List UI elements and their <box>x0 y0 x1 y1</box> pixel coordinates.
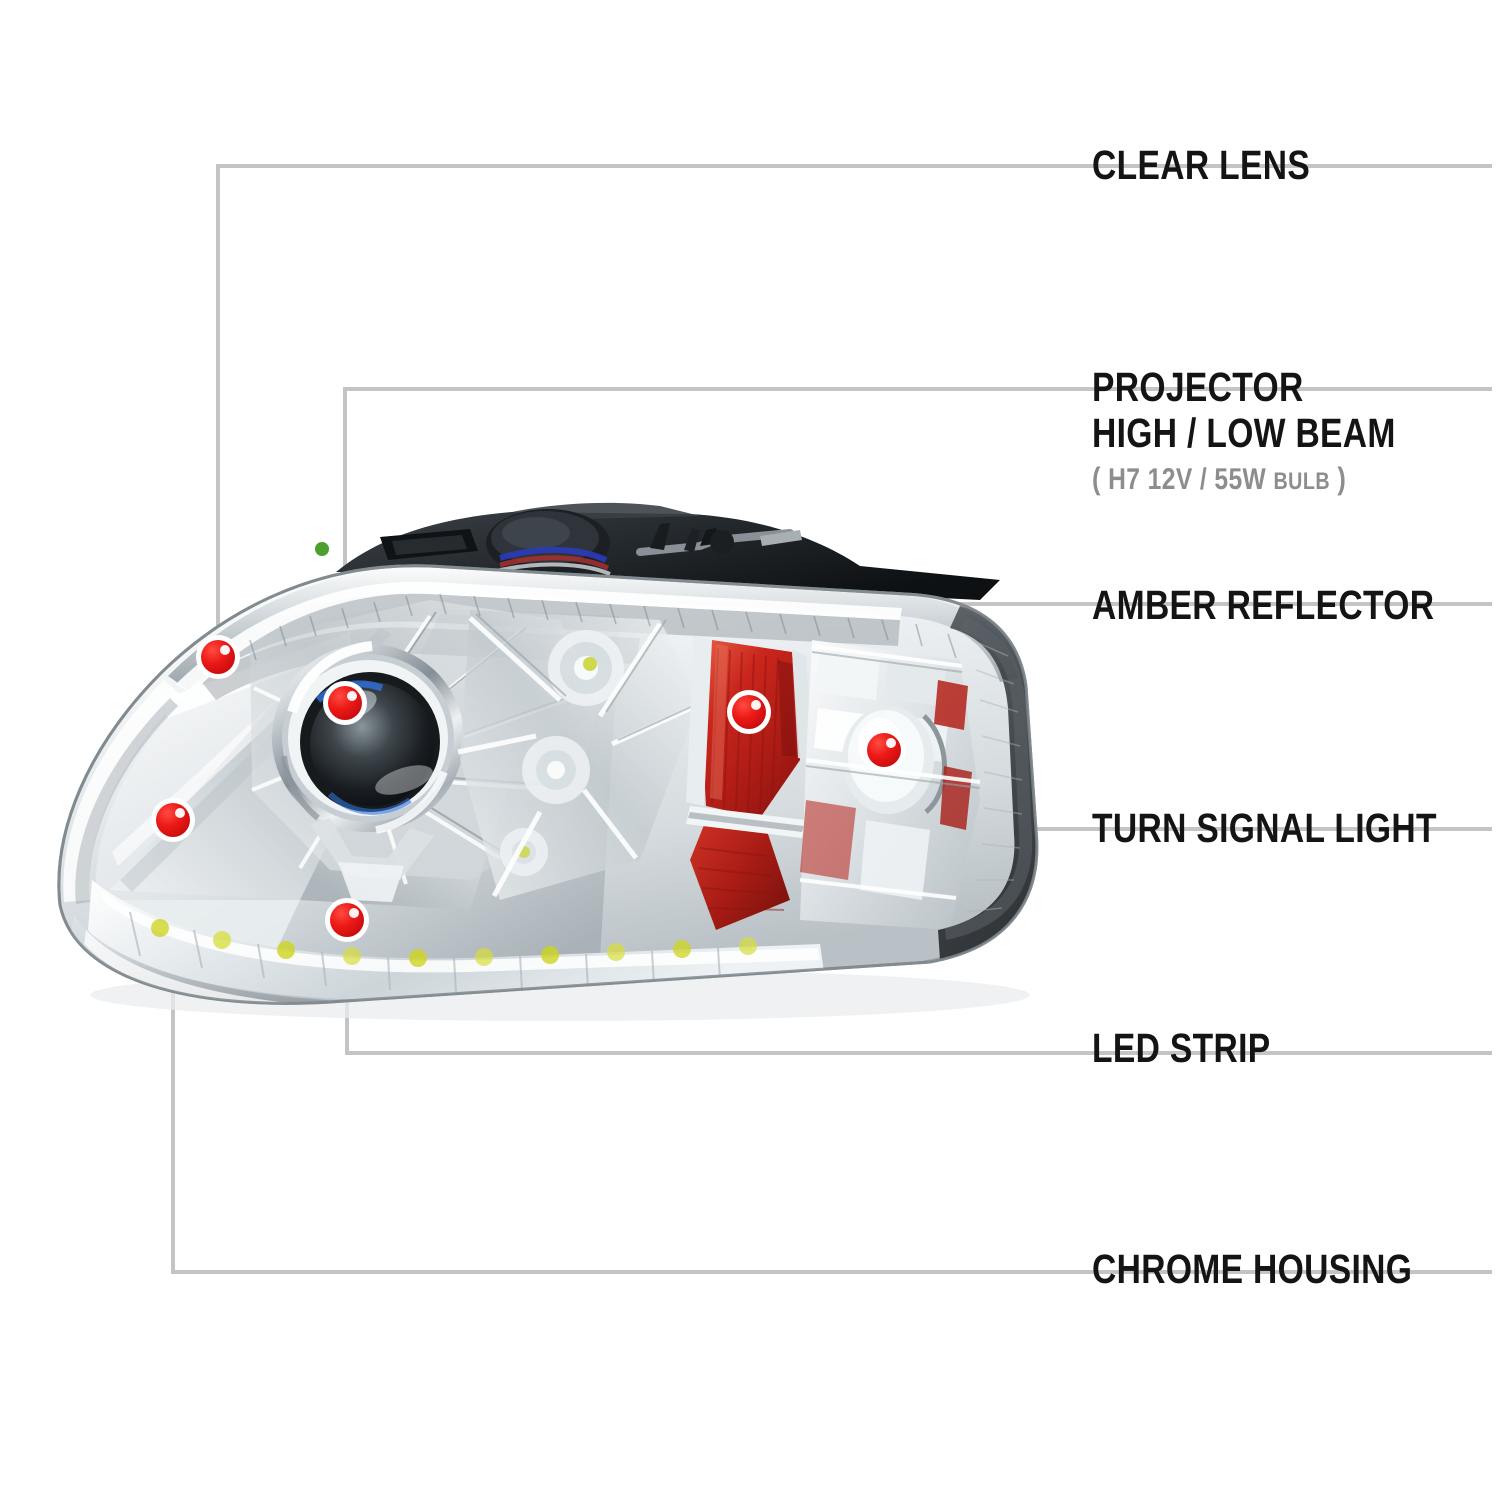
marker-amber-reflector[interactable] <box>727 690 771 734</box>
led-diodes <box>151 919 757 967</box>
callout-label-chrome-housing: CHROME HOUSING <box>1092 1246 1413 1293</box>
sub-bulb-word: BULB <box>1273 467 1331 495</box>
leader-line-clear-lens <box>216 164 1492 657</box>
callout-subtext-projector-bulb: ( H7 12V / 55W BULB ) <box>1092 460 1396 497</box>
sub-bulb-spec: H7 12V / 55W <box>1108 462 1267 496</box>
callout-label-clear-lens: CLEAR LENS <box>1092 142 1311 189</box>
turn-signal-assembly <box>799 640 981 930</box>
callout-label-projector: PROJECTOR HIGH / LOW BEAM ( H7 12V / 55W… <box>1092 364 1396 497</box>
callout-markers <box>151 635 906 942</box>
callout-text-clear-lens: CLEAR LENS <box>1092 142 1311 188</box>
sub-paren-open: ( <box>1092 460 1101 496</box>
marker-clear-lens[interactable] <box>196 635 240 679</box>
led-strip-band <box>88 880 826 1001</box>
callout-label-led-strip: LED STRIP <box>1092 1025 1271 1072</box>
headlight-product-image <box>57 502 1039 1021</box>
callout-text-turn-signal: TURN SIGNAL LIGHT <box>1092 805 1437 851</box>
callout-label-amber-reflector: AMBER REFLECTOR <box>1092 582 1435 629</box>
callout-text-amber-reflector: AMBER REFLECTOR <box>1092 582 1435 628</box>
marker-turn-signal[interactable] <box>862 728 906 772</box>
center-reflector-facets <box>457 610 707 900</box>
sub-paren-close: ) <box>1337 460 1347 496</box>
callout-text-projector-line2: HIGH / LOW BEAM <box>1092 409 1396 456</box>
rear-housing-dark <box>315 502 1000 600</box>
marker-projector[interactable] <box>323 681 367 725</box>
callout-text-chrome-housing: CHROME HOUSING <box>1092 1246 1413 1292</box>
amber-reflector-lens <box>686 636 812 930</box>
marker-chrome-housing[interactable] <box>151 798 195 842</box>
callout-text-projector-line1: PROJECTOR <box>1092 364 1304 410</box>
callout-text-led-strip: LED STRIP <box>1092 1025 1271 1071</box>
callout-label-turn-signal: TURN SIGNAL LIGHT <box>1092 805 1437 852</box>
marker-led-strip[interactable] <box>325 898 369 942</box>
